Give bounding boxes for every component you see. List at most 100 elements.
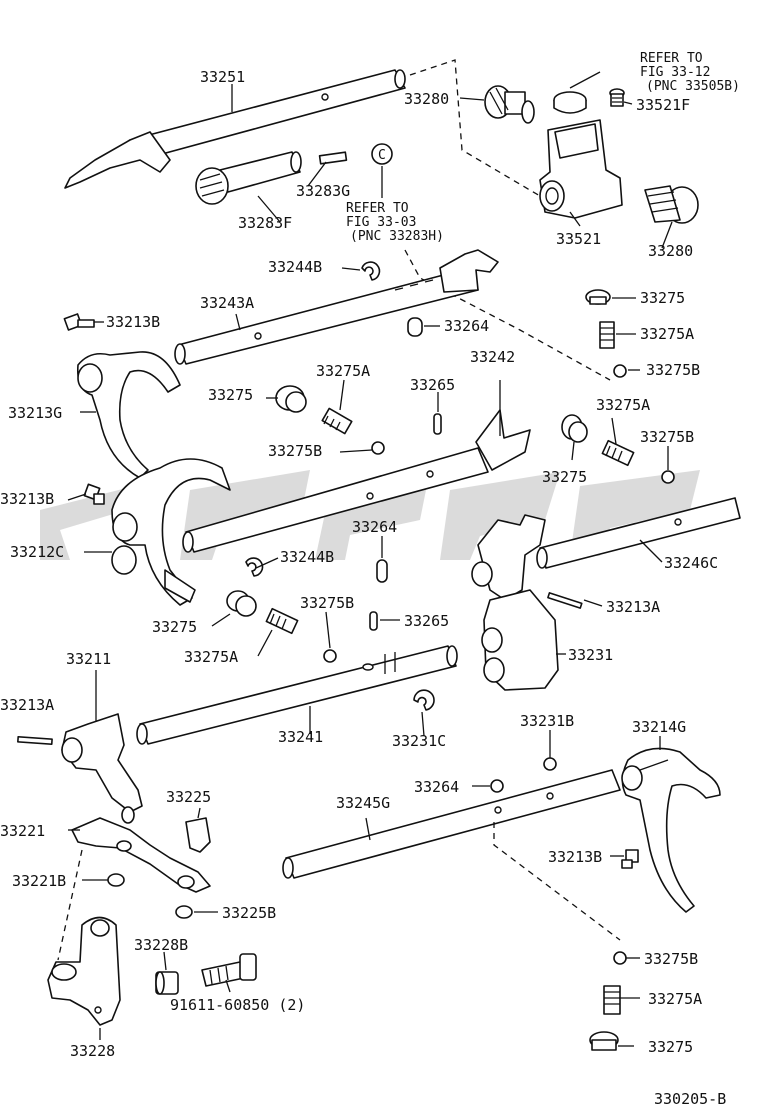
part-33245G-shaft [282, 769, 621, 879]
label-33265-low: 33265 [404, 612, 449, 630]
part-33264-top [407, 317, 423, 337]
part-33211-lever [61, 713, 143, 824]
part-33275B-low [323, 649, 337, 663]
label-33231C: 33231C [392, 732, 446, 750]
part-33225B-clip [175, 905, 193, 919]
part-33265-top [433, 413, 442, 435]
label-33225: 33225 [166, 788, 211, 806]
part-33264-low [490, 779, 504, 793]
part-33265-low [369, 611, 378, 631]
part-91611-bolt [201, 953, 257, 987]
part-33283G-pin [318, 151, 348, 165]
part-33213A-right [547, 592, 583, 609]
label-33275-r2: 33275 [542, 468, 587, 486]
svg-text:C: C [378, 148, 386, 163]
leader-lines [67, 71, 673, 1047]
part-33213B-left [83, 483, 105, 505]
label-33243A: 33243A [200, 294, 254, 312]
part-33275B-right [613, 364, 627, 378]
label-33231: 33231 [568, 646, 613, 664]
label-33212C: 33212C [10, 543, 64, 561]
label-33246C: 33246C [664, 554, 718, 572]
label-33275B-bottom: 33275B [644, 950, 698, 968]
label-33275A-low: 33275A [184, 648, 238, 666]
label-refer-2-b: FIG 33-03 [346, 215, 416, 230]
label-33264-top: 33264 [444, 317, 489, 335]
part-33221-plate [71, 817, 211, 893]
label-33283G: 33283G [296, 182, 350, 200]
part-33214G-fork [621, 747, 721, 913]
part-33275A-bottom-spring [603, 985, 621, 1015]
label-refer-1-a: REFER TO [640, 51, 703, 66]
part-33275-bottom [589, 1031, 619, 1051]
label-33213G: 33213G [8, 404, 62, 422]
label-33521F: 33521F [636, 96, 690, 114]
label-33225B: 33225B [222, 904, 276, 922]
figure-code: 330205-B [654, 1090, 726, 1108]
label-33275A-bottom: 33275A [648, 990, 702, 1008]
label-33275B-r2: 33275B [640, 428, 694, 446]
part-33231C-clip [413, 689, 435, 711]
part-33275B-mid [371, 441, 385, 455]
label-33228: 33228 [70, 1042, 115, 1060]
label-refer-1-c: (PNC 33505B) [646, 79, 740, 94]
label-33275A-mid: 33275A [316, 362, 370, 380]
label-33245G: 33245G [336, 794, 390, 812]
part-33225-block [185, 817, 211, 853]
label-33213B-low: 33213B [548, 848, 602, 866]
part-33213B-top [63, 313, 95, 331]
part-33275B-right-2 [661, 470, 675, 484]
part-33275B-bottom [613, 951, 627, 965]
part-33228-bracket [47, 916, 121, 1026]
label-33221: 33221 [0, 822, 45, 840]
part-33275A-mid-spring [321, 407, 353, 435]
part-33275-low [226, 590, 257, 617]
part-33231-block [471, 514, 559, 691]
part-33275-right-top [585, 289, 611, 305]
part-33213A-left [17, 736, 53, 745]
part-33275A-right-2-spring [601, 439, 635, 467]
label-33264-low: 33264 [414, 778, 459, 796]
label-33213A-left: 33213A [0, 696, 54, 714]
part-33242-shaft [182, 409, 531, 553]
part-33228B-bushing [155, 971, 179, 995]
label-33275-low: 33275 [152, 618, 197, 636]
label-33221B: 33221B [12, 872, 66, 890]
label-33264-mid: 33264 [352, 518, 397, 536]
label-33275-mid: 33275 [208, 386, 253, 404]
label-33244B-top: 33244B [268, 258, 322, 276]
label-33228B: 33228B [134, 936, 188, 954]
label-33251: 33251 [200, 68, 245, 86]
part-33246C-shaft [536, 497, 741, 569]
part-33275-right-2 [561, 414, 588, 443]
part-33280-right [644, 185, 699, 224]
label-33265-top: 33265 [410, 376, 455, 394]
label-91611: 91611-60850 (2) [170, 996, 305, 1014]
part-33212C-fork [111, 458, 231, 606]
label-33280-right: 33280 [648, 242, 693, 260]
part-33244B-mid [245, 557, 264, 577]
label-33241: 33241 [278, 728, 323, 746]
part-33275A-right-spring [599, 321, 615, 349]
part-c-clip-top: C [371, 143, 393, 165]
label-refer-2-c: (PNC 33283H) [350, 229, 444, 244]
part-cap-33505B [553, 91, 587, 114]
part-33275-mid [275, 385, 307, 413]
label-33275B-low: 33275B [300, 594, 354, 612]
label-33280-top: 33280 [404, 90, 449, 108]
label-33283F: 33283F [238, 214, 292, 232]
label-33214G: 33214G [632, 718, 686, 736]
part-33231B-ball [543, 757, 557, 771]
part-33243A-shaft [174, 249, 499, 365]
label-33275A-r1: 33275A [640, 325, 694, 343]
label-refer-2-a: REFER TO [346, 201, 409, 216]
label-33275-r1: 33275 [640, 289, 685, 307]
part-33521F-bolt [609, 88, 625, 107]
part-labels: 33251 33280 REFER TO FIG 33-12 (PNC 3350… [0, 51, 740, 1108]
part-33283F-plunger [195, 151, 302, 205]
part-33213B-low [621, 849, 639, 869]
label-33213B-left: 33213B [0, 490, 54, 508]
label-33275A-r2: 33275A [596, 396, 650, 414]
label-33275-bottom: 33275 [648, 1038, 693, 1056]
